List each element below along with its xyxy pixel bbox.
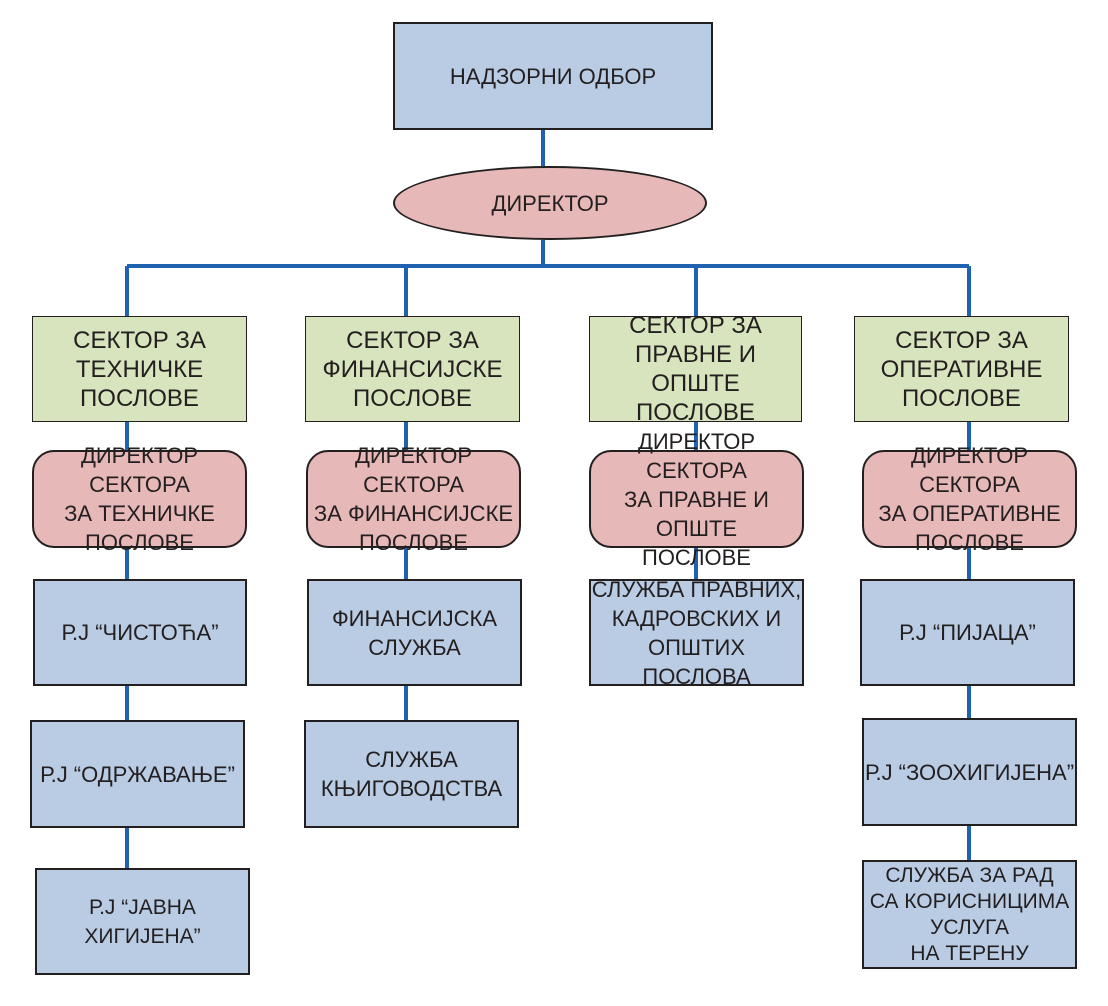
- unit-legal-hr-general-service: СЛУЖБА ПРАВНИХ, КАДРОВСКИХ И ОПШТИХ ПОСЛ…: [589, 577, 804, 689]
- unit-cleanliness: Р.Ј “ЧИСТОЋА”: [33, 579, 247, 686]
- sector-financial-director: ДИРЕКТОР СЕКТОРА ЗА ФИНАНСИЈСКЕ ПОСЛОВЕ: [306, 443, 521, 555]
- supervisory-board-box: НАДЗОРНИ ОДБОР: [393, 22, 713, 130]
- unit-market: Р.Ј “ПИЈАЦА”: [860, 579, 1075, 686]
- unit-financial-service: ФИНАНСИЈСКА СЛУЖБА: [307, 579, 522, 686]
- sector-financial-box: СЕКТОР ЗА ФИНАНСИЈСКЕ ПОСЛОВЕ: [305, 316, 520, 422]
- unit-animal-hygiene: Р.Ј “ЗООХИГИЈЕНА”: [862, 718, 1077, 826]
- sector-legal-box: СЕКТОР ЗА ПРАВНЕ И ОПШТЕ ПОСЛОВЕ: [589, 312, 802, 426]
- sector-legal-director: ДИРЕКТОР СЕКТОРА ЗА ПРАВНЕ И ОПШТЕ ПОСЛО…: [589, 429, 804, 570]
- sector-technical-box: СЕКТОР ЗА ТЕХНИЧКЕ ПОСЛОВЕ: [32, 316, 247, 422]
- sector-operational-box: СЕКТОР ЗА ОПЕРАТИВНЕ ПОСЛОВЕ: [854, 316, 1069, 422]
- director-ellipse: ДИРЕКТОР: [393, 166, 707, 240]
- unit-maintenance: Р.Ј “ОДРЖАВАЊЕ”: [30, 720, 245, 828]
- sector-technical-director: ДИРЕКТОР СЕКТОРА ЗА ТЕХНИЧКЕ ПОСЛОВЕ: [32, 443, 247, 555]
- unit-public-hygiene: Р.Ј “ЈАВНА ХИГИЈЕНА”: [35, 868, 250, 975]
- unit-field-customer-service: СЛУЖБА ЗА РАД СА КОРИСНИЦИМА УСЛУГА НА Т…: [862, 860, 1077, 969]
- unit-accounting-service: СЛУЖБА КЊИГОВОДСТВА: [304, 720, 519, 828]
- sector-operational-director: ДИРЕКТОР СЕКТОРА ЗА ОПЕРАТИВНЕ ПОСЛОВЕ: [862, 443, 1077, 555]
